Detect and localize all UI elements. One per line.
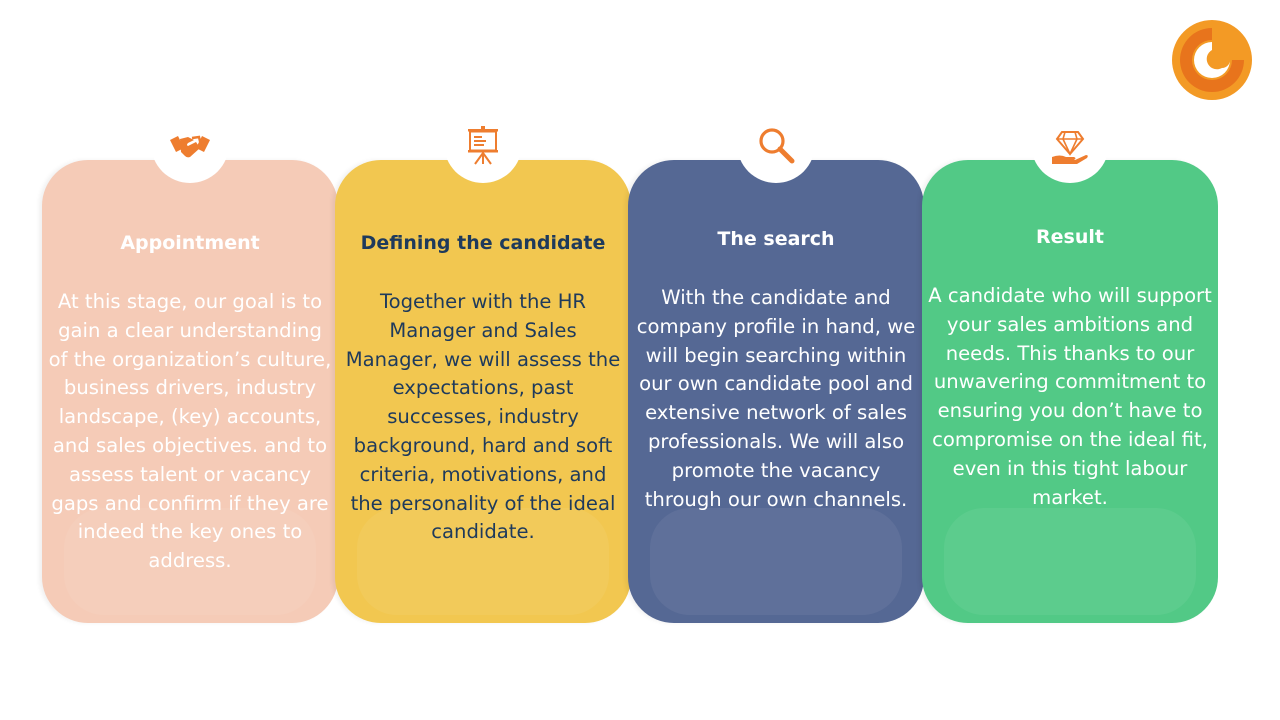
card-appointment: Appointment At this stage, our goal is t… (42, 105, 338, 623)
card-the-search: The search With the candidate and compan… (628, 105, 924, 623)
card-body: At this stage, our goal is to gain a cle… (48, 290, 332, 573)
card-defining-the-candidate: Defining the candidate Together with the… (335, 105, 631, 623)
card-title: Appointment (120, 232, 260, 254)
icon-notch (151, 105, 229, 183)
card-body: With the candidate and company profile i… (636, 286, 916, 511)
handshake-icon (170, 135, 210, 158)
diamond-hand-icon (1052, 131, 1088, 164)
card-shade (64, 508, 316, 615)
card-body: Together with the HR Manager and Sales M… (345, 290, 621, 544)
card-shade (650, 508, 902, 615)
presentation-board-icon (468, 126, 498, 165)
card-shade (944, 508, 1196, 615)
card-title: The search (717, 228, 835, 250)
company-logo (1172, 20, 1252, 100)
card-title: Result (1036, 226, 1104, 248)
magnifier-icon (759, 128, 795, 164)
card-result: Result A candidate who will support your… (922, 105, 1218, 623)
icon-notch (737, 105, 815, 183)
card-title: Defining the candidate (360, 232, 606, 254)
card-body: A candidate who will support your sales … (928, 284, 1212, 509)
icon-notch (1031, 105, 1109, 183)
card-shade (357, 508, 609, 615)
